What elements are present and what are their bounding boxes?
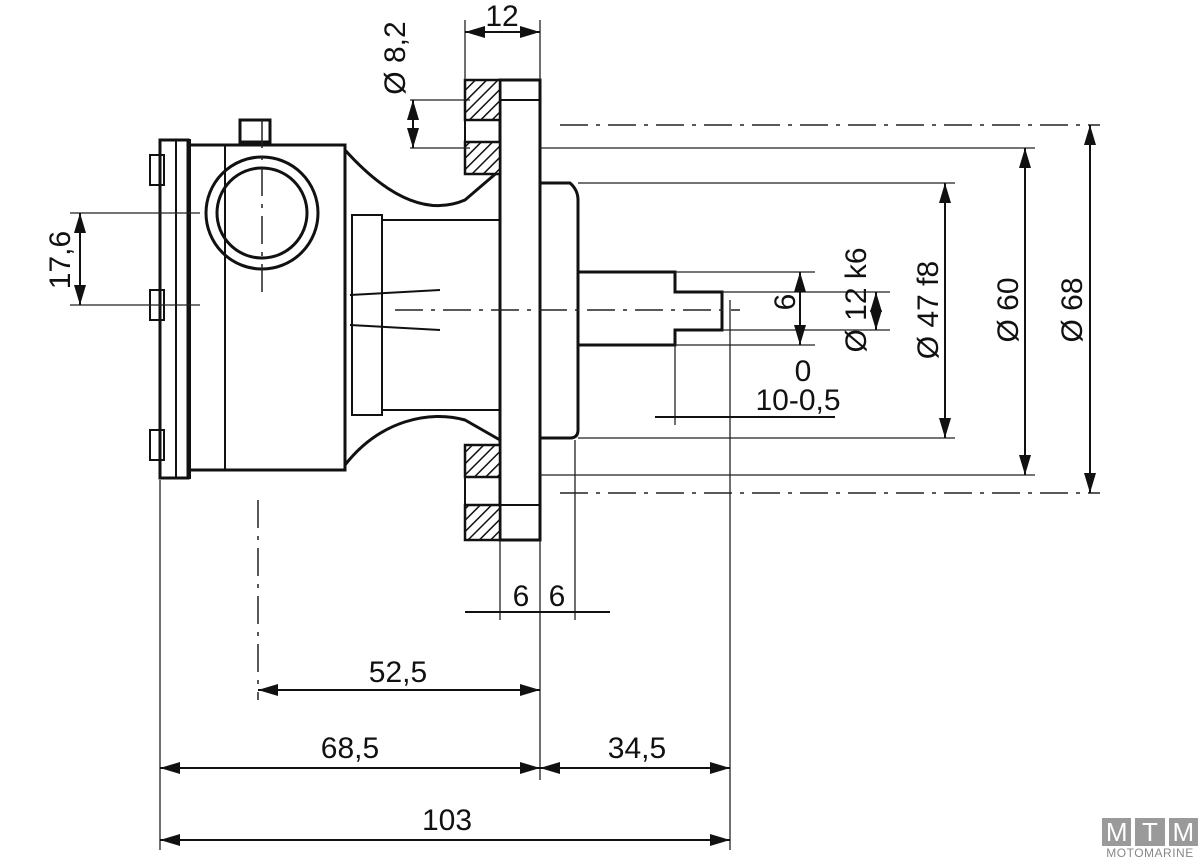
dimension-lines <box>74 26 1096 846</box>
dim-shaft-diameter: Ø 12 k6 <box>840 247 873 352</box>
dim-overall-length: 103 <box>422 804 472 837</box>
logo-letter: M <box>1102 818 1132 846</box>
dim-flange-right: 6 <box>549 580 566 613</box>
logo-letter: M <box>1168 818 1198 846</box>
extension-lines <box>70 20 1100 850</box>
shaft-assembly <box>395 181 740 440</box>
dim-tolerance-upper: 0 <box>795 355 812 388</box>
pump-body <box>149 118 501 480</box>
dim-keyway-depth: 6 <box>769 294 802 311</box>
dim-flange-diameter: Ø 68 <box>1056 277 1089 342</box>
dim-key-length: 10-0,5 <box>755 384 840 417</box>
motomarine-logo: M T M MOTOMARINE <box>1102 818 1198 860</box>
top-bolt <box>238 118 272 144</box>
dim-shaft-length: 34,5 <box>608 732 666 765</box>
logo-letter: T <box>1135 818 1165 846</box>
dim-body-length: 68,5 <box>321 732 379 765</box>
logo-name: MOTOMARINE <box>1106 846 1194 860</box>
dim-flange-width: 12 <box>485 0 518 33</box>
dim-spigot-diameter: Ø 47 f8 <box>912 261 945 359</box>
dim-bolt-circle: Ø 60 <box>992 277 1025 342</box>
dim-port-to-flange: 52,5 <box>369 656 427 689</box>
dim-flange-left: 6 <box>513 580 530 613</box>
dim-port-offset: 17,6 <box>44 231 77 289</box>
dim-bolt-hole: Ø 8,2 <box>379 21 412 94</box>
